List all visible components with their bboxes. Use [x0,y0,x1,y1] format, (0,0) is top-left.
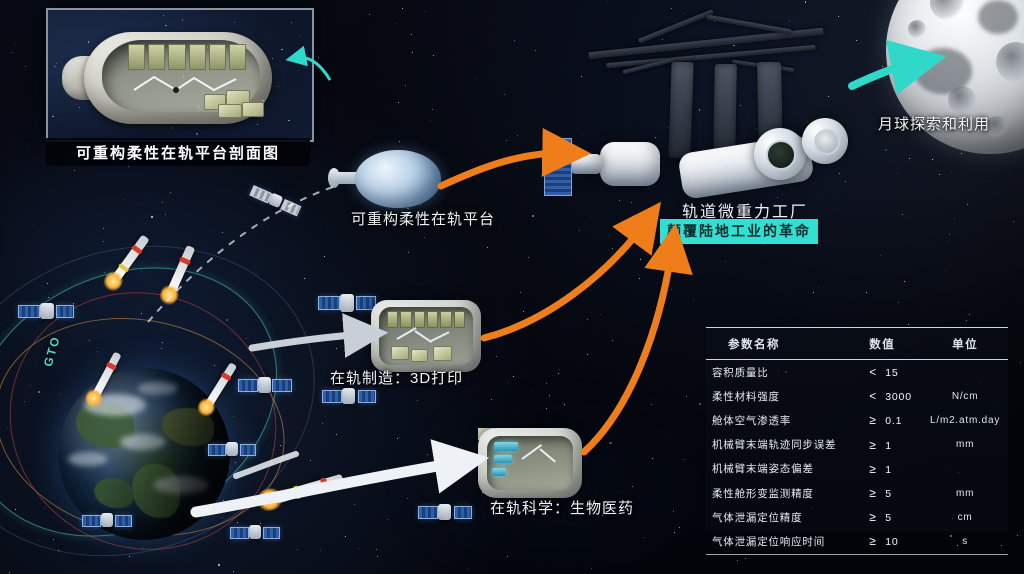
spec-header-name: 参数名称 [706,328,865,360]
spec-value-number: 15 [885,367,899,380]
spec-param-value: ≥0.1 [865,408,922,432]
cutaway-inset-caption: 可重构柔性在轨平台剖面图 [46,138,310,166]
cutaway-inset-panel [46,8,314,142]
spec-table-row: 舱体空气渗透率 ≥0.1 L/m2.atm.day [706,408,1008,432]
spec-param-value: ≥5 [865,505,922,529]
spec-table-row: 容积质量比 <15 [706,360,1008,385]
spec-value-number: 0.1 [885,415,903,428]
spec-comparator: ≥ [869,486,877,501]
spec-header-value: 数值 [869,339,896,351]
satellite [228,512,280,550]
reconfigurable-flexible-platform [328,150,441,212]
spec-param-value: ≥1 [865,433,922,457]
spec-table-row: 机械臂末端姿态偏差 ≥1 [706,457,1008,481]
orbital-science-module [478,428,582,498]
satellite [206,430,256,466]
satellite [416,488,472,532]
spec-table-row: 气体泄漏定位精度 ≥5 cm [706,505,1008,529]
label-moon-exploration: 月球探索和利用 [878,116,991,133]
spec-header-unit: 单位 [952,339,979,351]
label-orbital-manufacturing: 在轨制造：3D打印 [330,370,464,387]
label-factory-highlight-text: 颠覆陆地工业的革命 [667,223,811,239]
spec-value-number: 5 [885,488,892,501]
spec-comparator: < [869,365,878,380]
spec-value-number: 1 [885,439,892,452]
docking-port [814,129,840,155]
cargo-stack [204,90,264,118]
spec-param-name: 容积质量比 [712,366,769,379]
spec-param-value: ≥10 [865,529,922,554]
spec-comparator: < [869,389,878,404]
spec-param-unit: N/cm [951,390,979,402]
spec-header-name-text: 参数名称 [728,339,780,351]
spec-param-name: 柔性舱形变监测精度 [712,487,814,500]
label-flexible-platform: 可重构柔性在轨平台 [351,211,496,228]
spec-param-unit: mm [955,439,975,451]
spec-table-header-row: 参数名称 数值 单位 [706,327,1008,360]
cutaway-inset-caption-text: 可重构柔性在轨平台剖面图 [75,144,280,162]
spec-comparator: ≥ [869,437,877,452]
spec-param-unit: L/m2.atm.day [930,414,1001,426]
spec-param-unit: s [962,535,968,547]
spec-param-name: 机械臂末端姿态偏差 [712,463,814,476]
orbital-manufacturing-module [371,300,481,372]
spec-param-unit: mm [955,487,975,499]
spec-param-unit: cm [957,511,973,523]
spec-param-unit [922,457,1008,481]
spec-param-value: <3000 [865,384,922,408]
docking-port [766,140,796,170]
spec-value-number: 3000 [885,391,912,404]
label-orbital-factory: 轨道微重力工厂 [682,198,808,222]
spec-comparator: ≥ [869,510,877,525]
orbital-microgravity-factory [544,9,866,212]
spec-comparator: ≥ [869,461,877,476]
platform-cutaway-diagram [62,28,298,128]
spec-param-name: 舱体空气渗透率 [712,414,792,427]
spec-param-value: ≥1 [865,457,922,481]
spec-value-number: 5 [885,512,892,525]
satellite [236,364,292,404]
spec-value-number: 1 [885,463,892,476]
spec-param-value: ≥5 [865,481,922,505]
spec-param-name: 柔性材料强度 [712,390,780,403]
satellite [320,372,376,416]
spec-value-number: 10 [885,536,899,549]
spec-table-head: 参数名称 数值 单位 [706,327,1008,360]
spec-table-row: 气体泄漏定位响应时间 ≥10 s [706,529,1008,554]
satellite [18,290,74,330]
satellite [80,500,132,538]
spec-table-row: 柔性舱形变监测精度 ≥5 mm [706,481,1008,505]
spec-param-name: 气体泄漏定位精度 [712,511,803,524]
spec-param-name: 机械臂末端轨迹同步误差 [712,439,837,452]
spec-param-unit [922,360,1008,385]
spec-param-value: <15 [865,360,922,385]
label-orbital-factory-text: 轨道微重力工厂 [682,204,809,221]
station-core-module [600,142,660,186]
spec-table-row: 机械臂末端轨迹同步误差 ≥1 mm [706,433,1008,457]
spec-table-row: 柔性材料强度 <3000 N/cm [706,384,1008,408]
spec-comparator: ≥ [869,413,877,428]
label-orbital-science: 在轨科学：生物医药 [490,500,635,517]
label-factory-highlight: 颠覆陆地工业的革命 [660,219,818,244]
spec-param-name: 气体泄漏定位响应时间 [712,535,825,548]
satellite [316,276,376,326]
robotic-arm-icon [133,75,237,93]
spec-comparator: ≥ [869,534,877,549]
